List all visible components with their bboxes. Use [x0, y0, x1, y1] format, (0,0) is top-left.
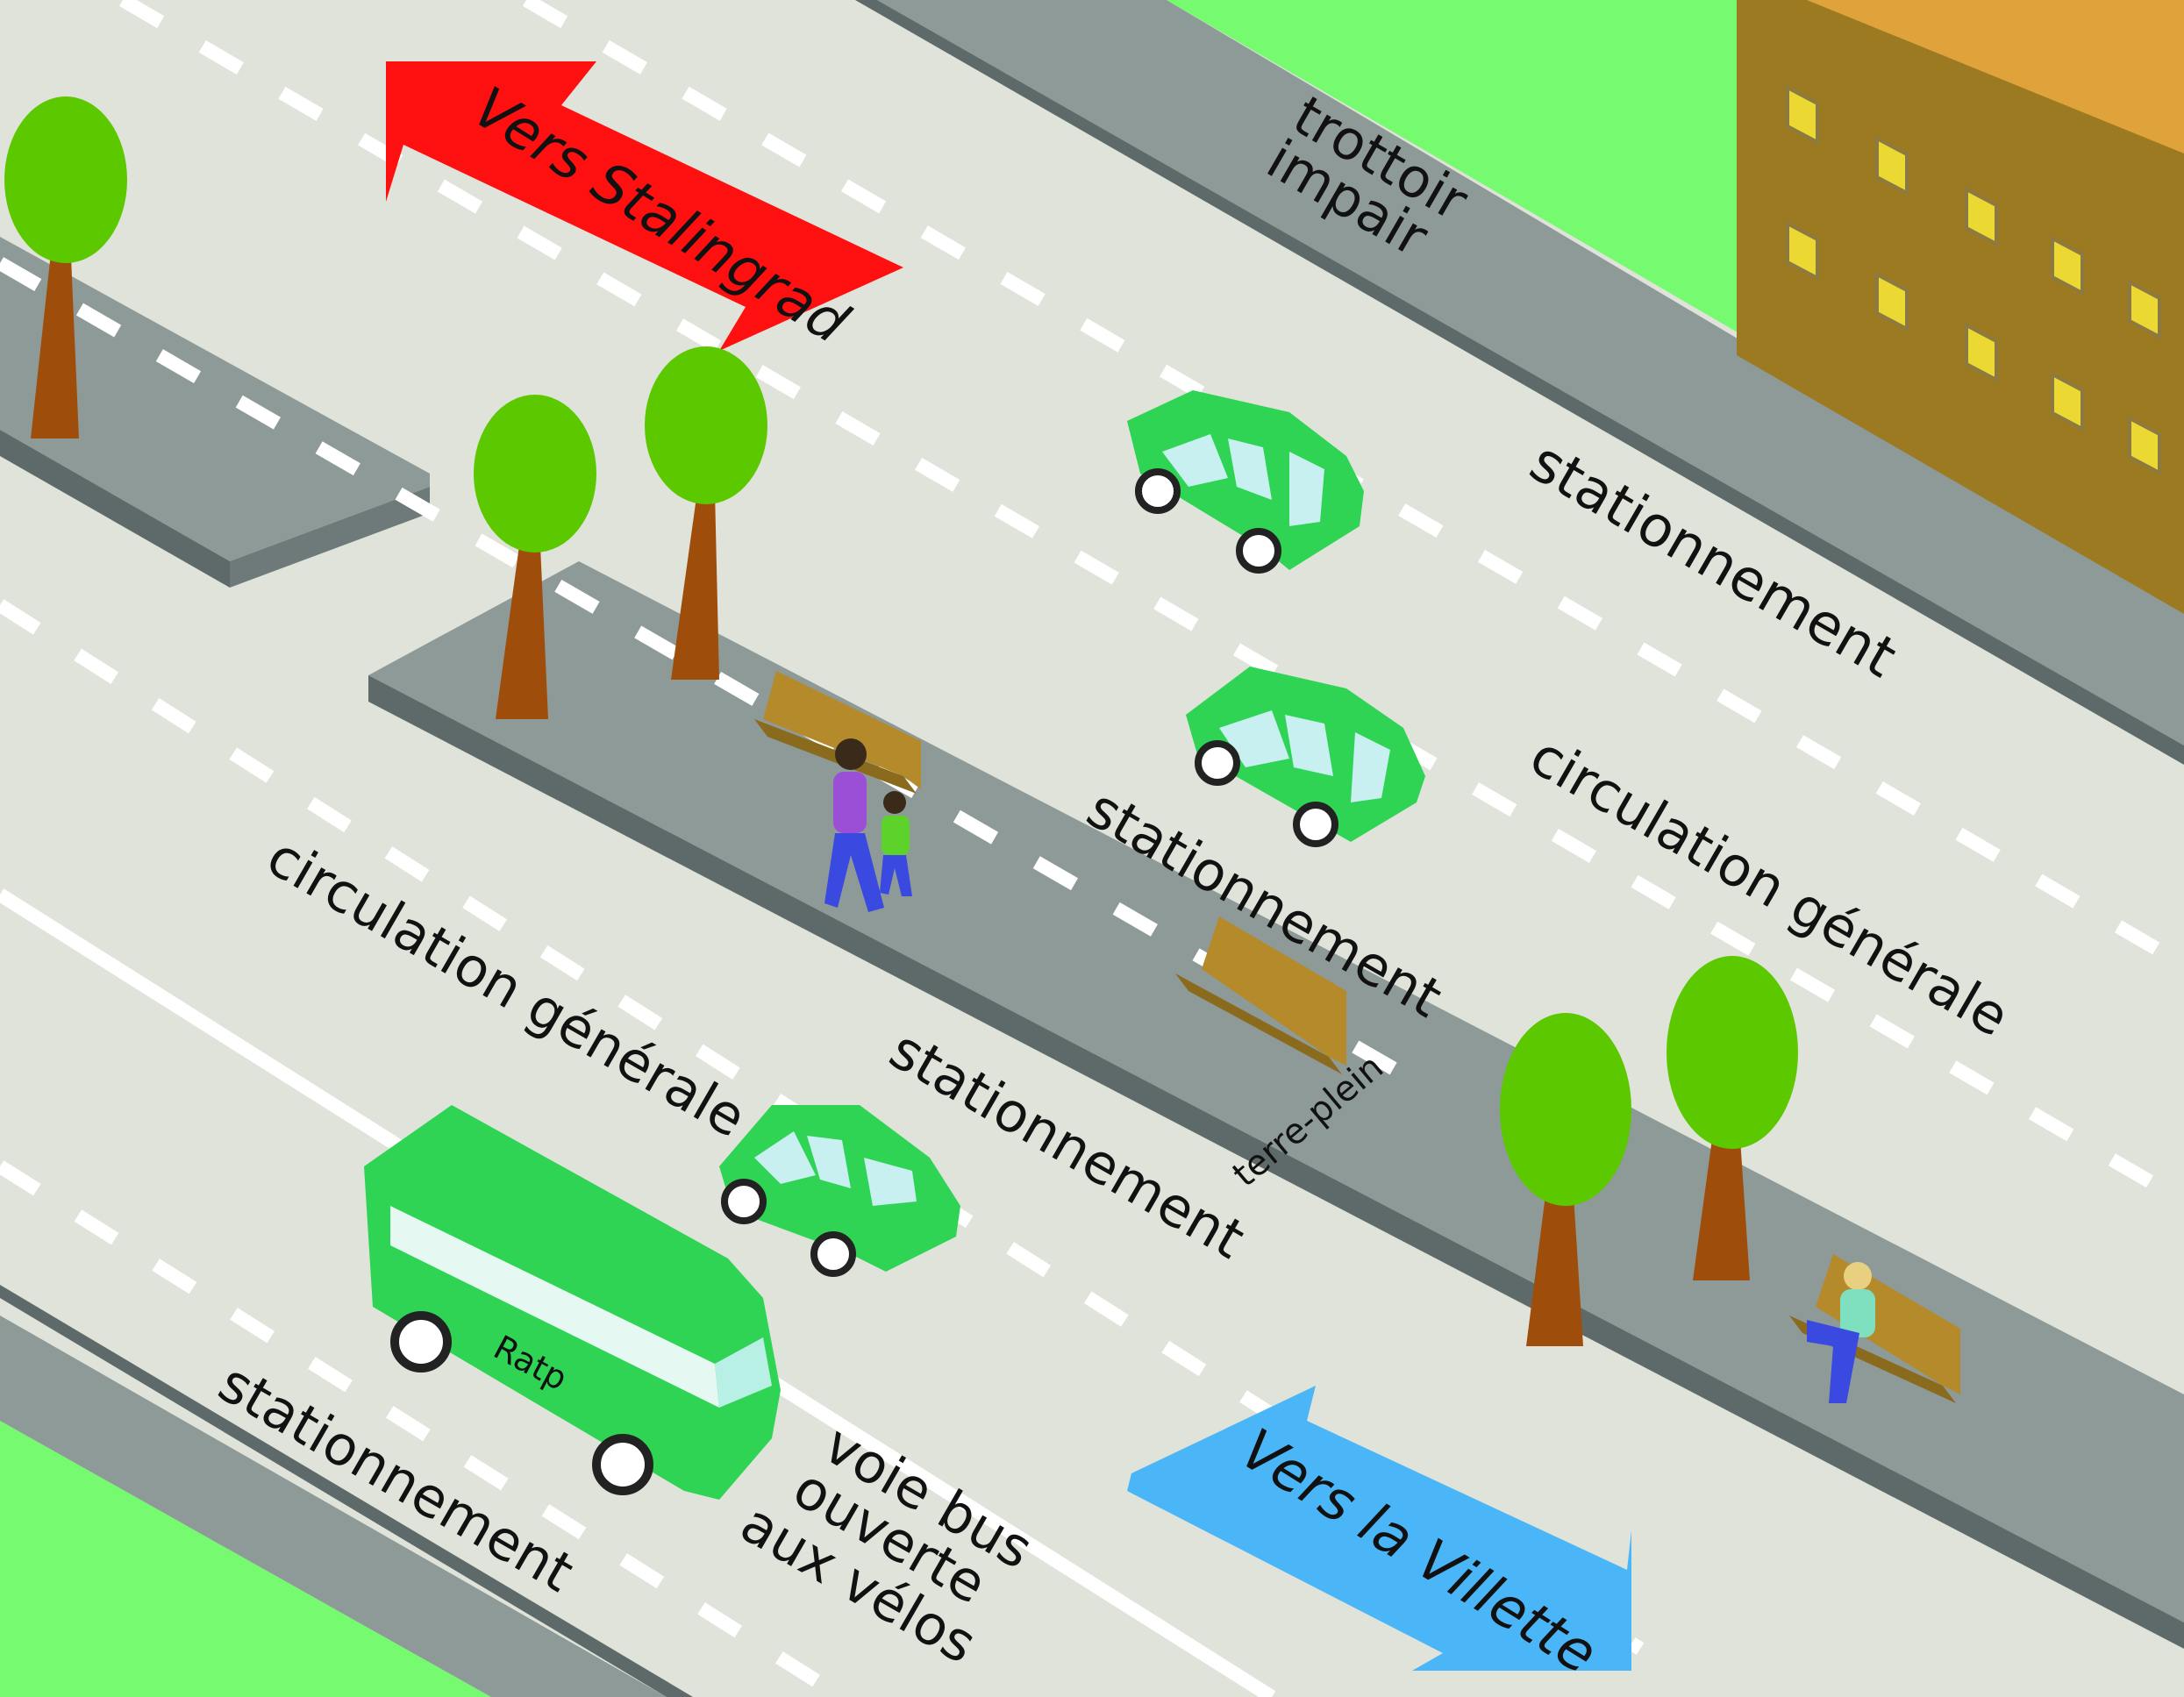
bench-2	[1175, 916, 1346, 1074]
car-top-right	[1127, 390, 1364, 574]
building-windows	[1786, 84, 2161, 476]
sidewalk-bottom-left	[0, 1316, 667, 1697]
sidewalk-bottom-left-curb	[0, 1285, 693, 1697]
pedestrian-adult	[824, 738, 884, 912]
median-terre-plein	[368, 561, 2184, 1649]
car-middle-left	[719, 1105, 960, 1277]
car-middle-right	[1186, 667, 1425, 847]
person-seated-reading	[1807, 1262, 1875, 1403]
sidewalk-trottoir-curb	[855, 0, 2184, 765]
pedestrian-child	[880, 791, 912, 896]
building	[1737, 0, 2184, 614]
tree-3	[645, 346, 767, 680]
tree-1	[4, 96, 127, 439]
tree-2	[474, 395, 596, 719]
tree-5	[1667, 956, 1798, 1280]
tree-4	[1500, 1013, 1631, 1346]
bus-ratp: Ratp	[364, 1105, 781, 1500]
